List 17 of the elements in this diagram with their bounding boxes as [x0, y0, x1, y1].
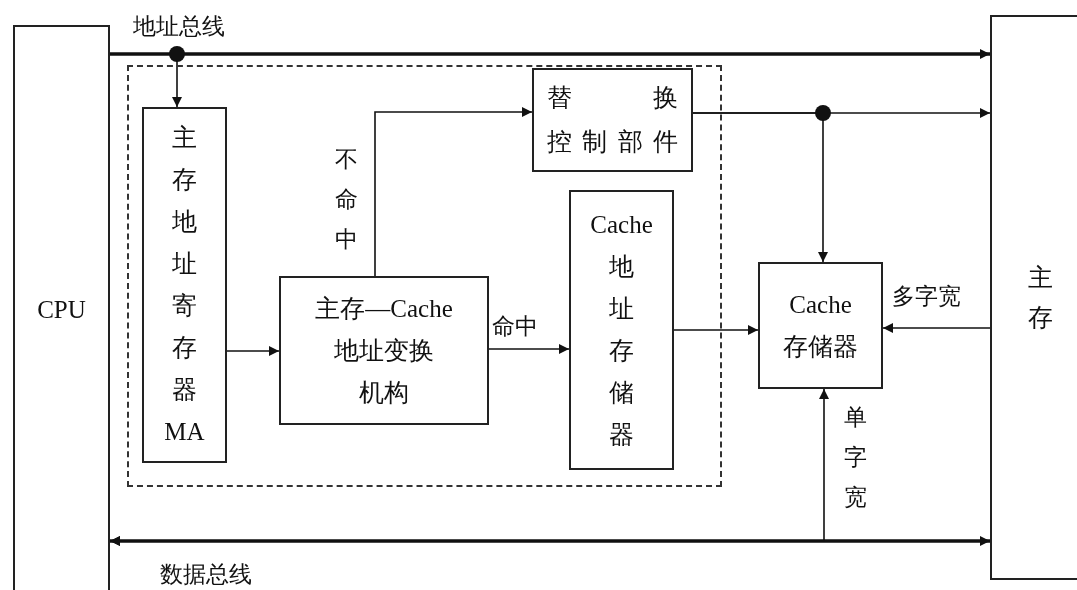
arrow	[692, 112, 828, 263]
process-box: 主存—Cache地址变换机构	[279, 276, 489, 425]
process-box: 主存地址寄存器MA	[142, 107, 227, 463]
process-box: 主存	[990, 15, 1077, 580]
process-box: 替换控制部件	[532, 68, 693, 172]
arrow	[488, 344, 570, 354]
process-box: Cache存储器	[758, 262, 883, 389]
process-box: CPU	[13, 25, 110, 590]
arrow	[226, 346, 280, 356]
double-arrow	[109, 388, 829, 546]
arrow	[374, 107, 533, 277]
arrow	[110, 49, 990, 59]
dashed-frame	[127, 65, 722, 487]
arrow	[673, 325, 759, 335]
double-arrow	[110, 536, 990, 546]
arrow	[882, 323, 991, 333]
process-box: Cache地址存储器	[569, 190, 674, 470]
